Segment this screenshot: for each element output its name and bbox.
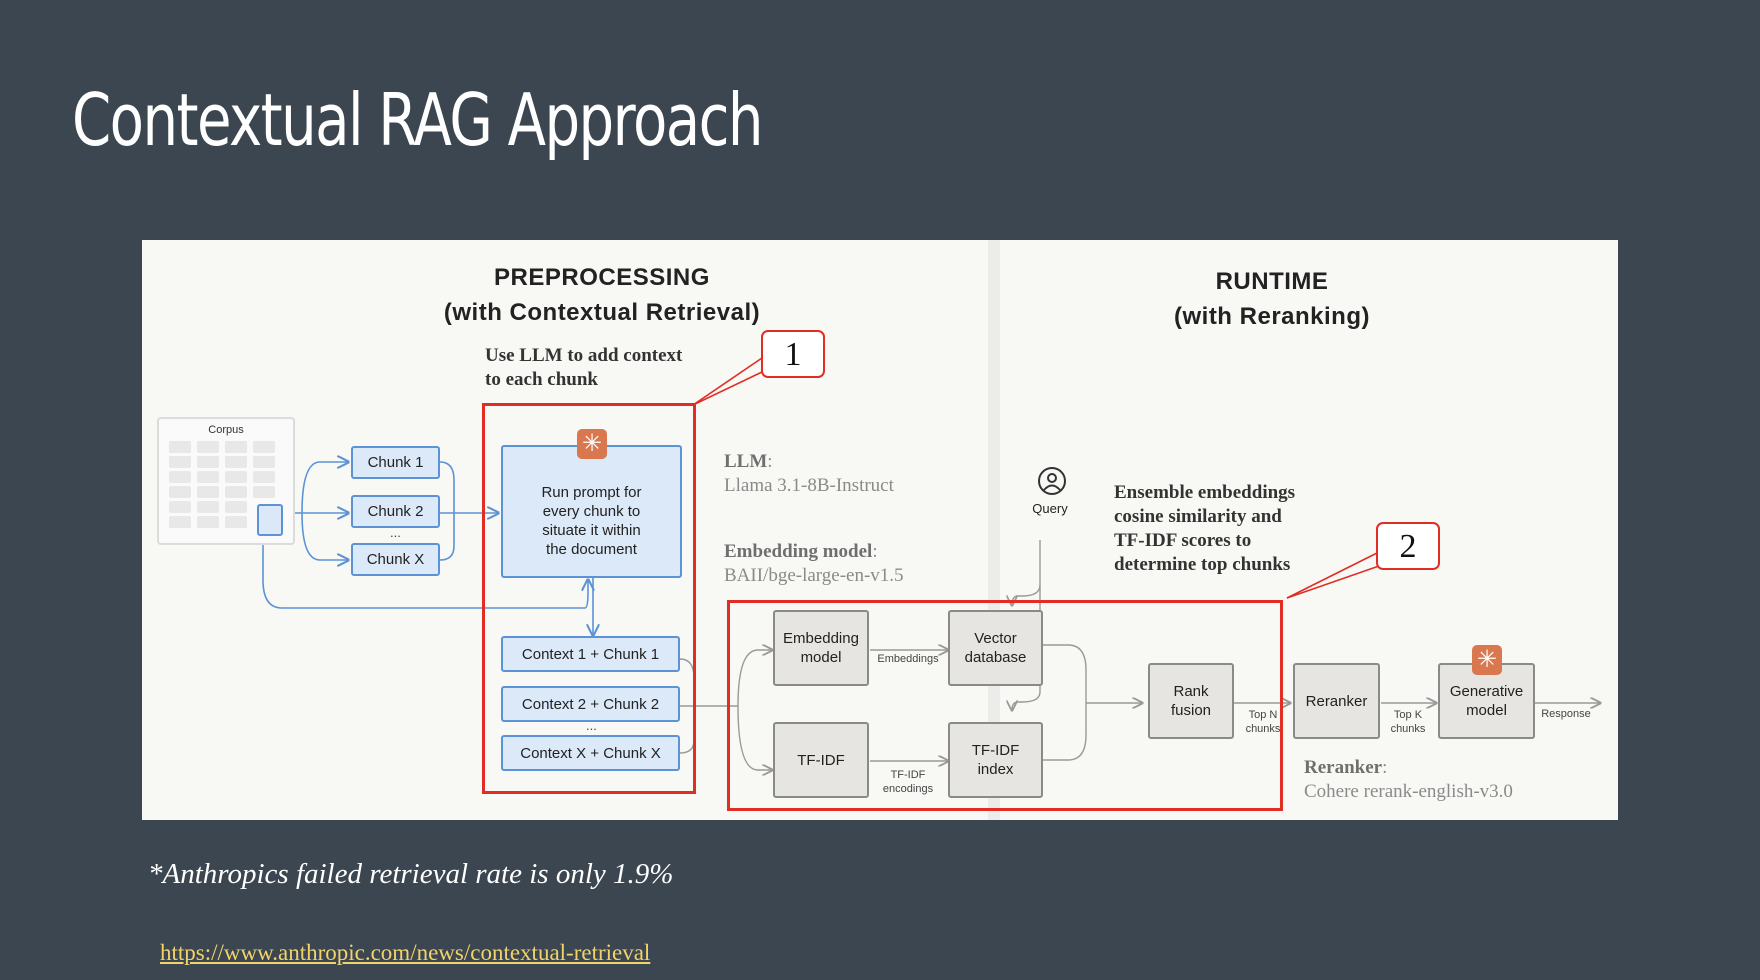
document-stack-4 — [253, 441, 275, 537]
callout-1: 1 — [761, 330, 825, 378]
rag-diagram: PREPROCESSING (with Contextual Retrieval… — [142, 240, 1618, 820]
document-stack-3 — [225, 441, 247, 537]
tfidf-box: TF-IDF — [773, 722, 869, 798]
corpus-label: Corpus — [208, 424, 244, 436]
prompt-box: Run prompt for every chunk to situate it… — [501, 445, 682, 578]
llm-context-note: Use LLM to add context to each chunk — [485, 345, 683, 390]
generative-star-icon: ✳ — [1472, 645, 1502, 675]
document-stack-1 — [169, 441, 191, 537]
embeddings-edge-label: Embeddings — [877, 653, 939, 665]
document-stack-2 — [197, 441, 219, 537]
user-icon — [1038, 467, 1066, 495]
response-label: Response — [1541, 708, 1591, 720]
context-chunk-x-box: Context X + Chunk X — [501, 735, 680, 771]
llm-star-icon: ✳ — [577, 429, 607, 459]
preprocessing-heading: PREPROCESSING (with Contextual Retrieval… — [443, 264, 761, 326]
context-chunk-1-box: Context 1 + Chunk 1 — [501, 636, 680, 672]
reranker-label: Reranker — [1304, 757, 1383, 778]
llm-info: LLM: Llama 3.1-8B-Instruct — [724, 451, 894, 496]
reranker-value: Cohere rerank-english-v3.0 — [1304, 781, 1513, 802]
ensemble-note: Ensemble embeddings cosine similarity an… — [1114, 482, 1296, 575]
runtime-heading: RUNTIME (with Reranking) — [1173, 268, 1370, 330]
reranker-info: Reranker: Cohere rerank-english-v3.0 — [1304, 757, 1513, 802]
llm-label: LLM — [724, 451, 768, 472]
query-label: Query — [1032, 501, 1068, 516]
embedding-label: Embedding model — [724, 541, 873, 562]
retrieval-highlight-box — [727, 600, 1283, 811]
chunk-1-box: Chunk 1 — [351, 446, 440, 479]
corpus-panel: Corpus — [157, 417, 295, 545]
document-icon — [257, 504, 283, 536]
embedding-info: Embedding model: BAII/bge-large-en-v1.5 — [724, 541, 904, 586]
footnote: *Anthropics failed retrieval rate is onl… — [148, 858, 674, 890]
embedding-value: BAII/bge-large-en-v1.5 — [724, 565, 904, 586]
source-link[interactable]: https://www.anthropic.com/news/contextua… — [160, 940, 651, 965]
context-chunk-2-box: Context 2 + Chunk 2 — [501, 686, 680, 722]
llm-highlight-box — [482, 403, 696, 794]
reranker-box: Reranker — [1293, 663, 1380, 739]
chunk-ellipsis: ... — [390, 525, 401, 540]
chunk-2-box: Chunk 2 — [351, 495, 440, 528]
context-ellipsis: ... — [586, 718, 597, 733]
callout-2: 2 — [1376, 522, 1440, 570]
slide-title: Contextual RAG Approach — [72, 78, 764, 162]
llm-value: Llama 3.1-8B-Instruct — [724, 475, 894, 496]
chunk-x-box: Chunk X — [351, 543, 440, 576]
